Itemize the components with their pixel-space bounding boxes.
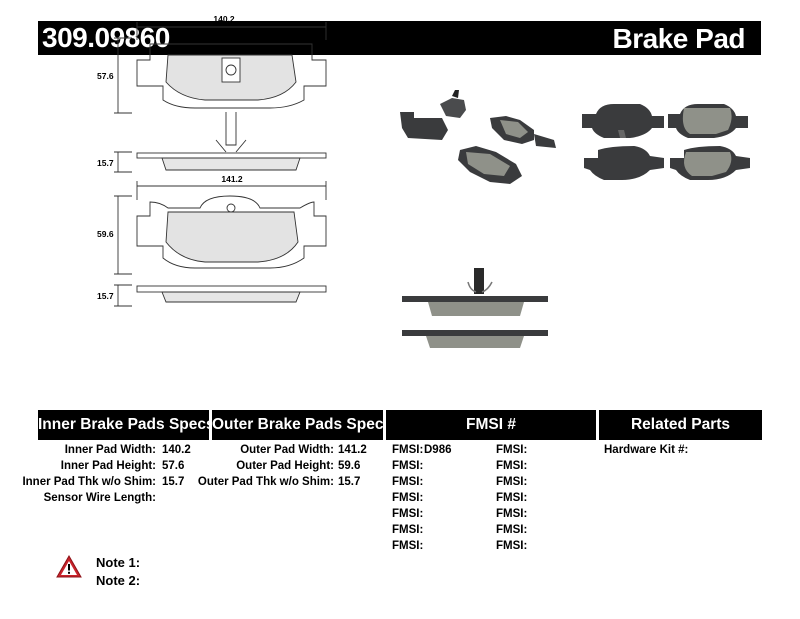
outer-thickness-spec-value: 15.7 <box>338 476 361 488</box>
inner-thickness-spec-value: 15.7 <box>162 476 185 488</box>
fmsi-label: FMSI: <box>392 508 424 520</box>
fmsi-label: FMSI: <box>392 492 424 504</box>
fmsi-label: FMSI: <box>496 492 528 504</box>
inner-height-spec-value: 57.6 <box>162 460 185 472</box>
fmsi-label: FMSI: <box>496 476 528 488</box>
pad-friction-photo <box>668 104 750 180</box>
inner-thickness-label: 15.7 <box>97 158 114 168</box>
hardware-kit-label: Hardware Kit #: <box>604 444 689 456</box>
inner-height-spec-label: Inner Pad Height: <box>60 460 156 472</box>
related-parts-header: Related Parts <box>599 410 762 440</box>
outer-width-label: 141.2 <box>221 174 243 184</box>
technical-drawing: 140.2 57.6 15.7 141.2 59.6 15.7 <box>97 14 327 307</box>
inner-width-spec-value: 140.2 <box>162 444 191 456</box>
inner-height-label: 57.6 <box>97 71 114 81</box>
fmsi-label: FMSI: <box>392 460 424 472</box>
fmsi-label: FMSI: <box>392 540 424 552</box>
outer-thickness-label: 15.7 <box>97 291 114 301</box>
outer-height-spec-value: 59.6 <box>338 460 361 472</box>
inner-thickness-spec-label: Inner Pad Thk w/o Shim: <box>22 476 156 488</box>
outer-pad-outline <box>136 195 327 269</box>
pad-side-photo <box>402 268 548 348</box>
outer-width-spec-value: 141.2 <box>338 444 367 456</box>
fmsi-label: FMSI: <box>392 524 424 536</box>
fmsi-label: FMSI: <box>496 444 528 456</box>
inner-width-spec-label: Inner Pad Width: <box>64 444 156 456</box>
fmsi-label: FMSI: <box>496 524 528 536</box>
outer-height-spec-label: Outer Pad Height: <box>236 460 334 472</box>
note-2: Note 2: <box>96 573 141 588</box>
outer-thickness-spec-label: Outer Pad Thk w/o Shim: <box>197 476 334 488</box>
product-type: Brake Pad <box>612 23 746 54</box>
fmsi-label: FMSI: <box>392 476 424 488</box>
fmsi-label: FMSI: <box>392 444 424 456</box>
inner-pad-outline <box>136 43 327 109</box>
fmsi-label: FMSI: <box>496 460 528 472</box>
inner-specs-header: Inner Brake Pads Specs <box>38 410 215 440</box>
sensor-wire-spec-label: Sensor Wire Length: <box>43 492 156 504</box>
fmsi-label: FMSI: <box>496 508 528 520</box>
outer-width-spec-label: Outer Pad Width: <box>240 444 334 456</box>
warning-icon <box>56 555 82 578</box>
inner-width-label: 140.2 <box>213 14 235 24</box>
outer-specs-header: Outer Brake Pads Specs <box>212 410 392 440</box>
fmsi-value: D986 <box>424 444 452 456</box>
fmsi-label: FMSI: <box>496 540 528 552</box>
pad-set-photo <box>400 90 556 184</box>
outer-height-label: 59.6 <box>97 229 114 239</box>
fmsi-header: FMSI # <box>386 410 596 440</box>
product-photos <box>400 90 750 348</box>
pad-back-photo <box>582 104 664 180</box>
note-1: Note 1: <box>96 555 141 570</box>
